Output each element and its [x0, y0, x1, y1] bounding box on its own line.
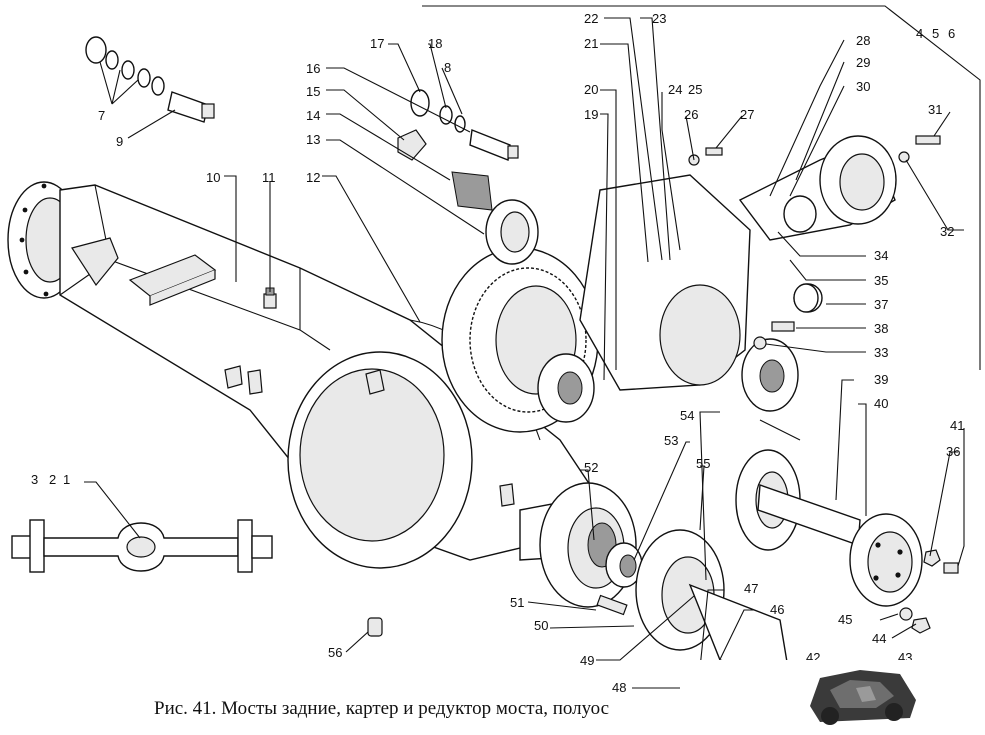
callout-16: 16 [306, 61, 320, 76]
callout-8: 8 [444, 60, 451, 75]
callout-12: 12 [306, 170, 320, 185]
differential-case [537, 174, 823, 423]
callout-40: 40 [874, 396, 888, 411]
vehicle-photo-thumbnail-icon [802, 662, 922, 730]
figure-caption: Рис. 41. Мосты задние, картер и редуктор… [154, 698, 610, 719]
frame-line [422, 5, 981, 370]
axle-beam-schematic [11, 519, 273, 573]
callout-44: 44 [872, 631, 886, 646]
callout-15: 15 [306, 84, 320, 99]
callout-38: 38 [874, 321, 888, 336]
callout-18: 18 [428, 36, 442, 51]
callout-36: 36 [946, 444, 960, 459]
callout-21: 21 [584, 36, 598, 51]
bolt-31 [915, 135, 941, 145]
callout-49: 49 [580, 653, 594, 668]
hub-flange [539, 482, 643, 608]
bolt-part [596, 594, 628, 616]
callout-41: 41 [950, 418, 964, 433]
callout-56: 56 [328, 645, 342, 660]
callout-31: 31 [928, 102, 942, 117]
callout-24: 24 [668, 82, 682, 97]
callout-51: 51 [510, 595, 524, 610]
drain-plug-part [367, 617, 383, 637]
callout-53: 53 [664, 433, 678, 448]
callout-29: 29 [856, 55, 870, 70]
callout-35: 35 [874, 273, 888, 288]
pinion-shaft-parts [397, 89, 539, 265]
half-shaft [757, 484, 923, 607]
callout-23: 23 [652, 11, 666, 26]
callout-17: 17 [370, 36, 384, 51]
callout-55: 55 [696, 456, 710, 471]
callout-5: 5 [932, 26, 939, 41]
callout-39: 39 [874, 372, 888, 387]
callout-34: 34 [874, 248, 888, 263]
callout-13: 13 [306, 132, 320, 147]
callout-11: 11 [262, 170, 276, 185]
callout-1: 1 [63, 472, 70, 487]
callout-14: 14 [306, 108, 320, 123]
callout-47: 47 [744, 581, 758, 596]
callout-46: 46 [770, 602, 784, 617]
callout-33: 33 [874, 345, 888, 360]
brake-drum [635, 419, 801, 681]
callout-28: 28 [856, 33, 870, 48]
callout-32: 32 [940, 224, 954, 239]
callout-7: 7 [98, 108, 105, 123]
axle-housing [7, 181, 602, 569]
callout-25: 25 [688, 82, 702, 97]
callout-22: 22 [584, 11, 598, 26]
callout-19: 19 [584, 107, 598, 122]
callout-2: 2 [49, 472, 56, 487]
callout-27: 27 [740, 107, 754, 122]
callout-6: 6 [948, 26, 955, 41]
callout-52: 52 [584, 460, 598, 475]
seal-parts [85, 36, 215, 123]
callout-30: 30 [856, 79, 870, 94]
drive-pinion-assembly [738, 135, 941, 241]
callout-4: 4 [916, 26, 923, 41]
callout-45: 45 [838, 612, 852, 627]
callout-20: 20 [584, 82, 598, 97]
callout-48: 48 [612, 680, 626, 695]
callout-3: 3 [31, 472, 38, 487]
thumbnail-panel [680, 660, 982, 732]
callout-54: 54 [680, 408, 694, 423]
small-nut-part [899, 607, 931, 634]
leader-lines [84, 17, 965, 689]
callout-9: 9 [116, 134, 123, 149]
callout-10: 10 [206, 170, 220, 185]
callout-50: 50 [534, 618, 548, 633]
wheel-nut-part [923, 549, 959, 574]
fastener-parts [688, 147, 819, 350]
callout-37: 37 [874, 297, 888, 312]
callout-26: 26 [684, 107, 698, 122]
